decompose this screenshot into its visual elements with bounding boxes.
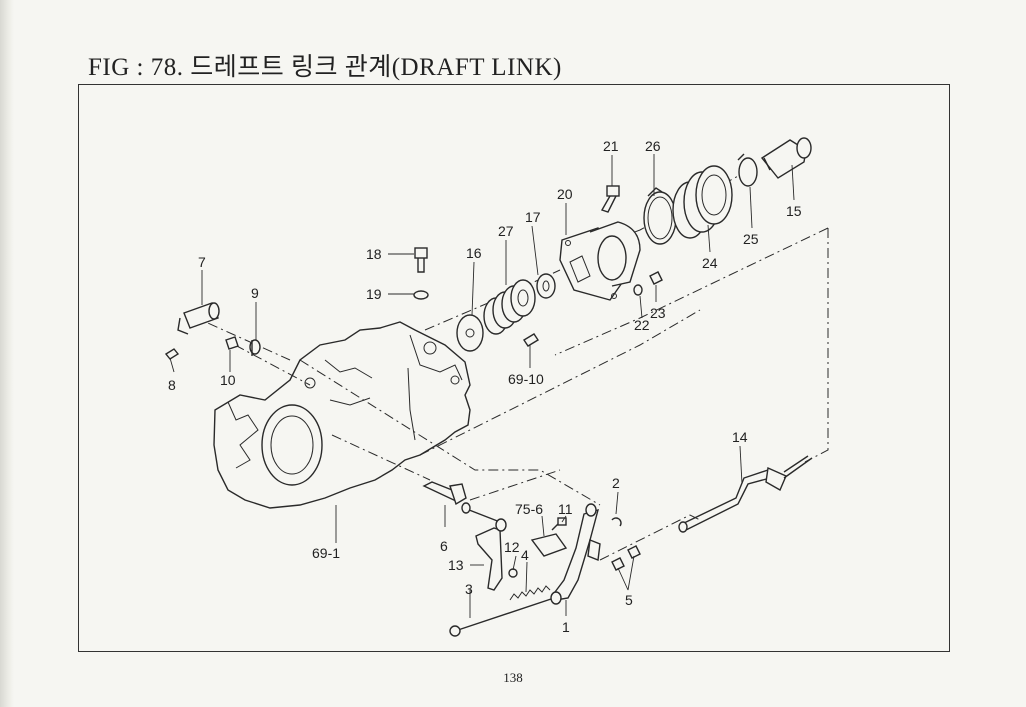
nut-part-12 — [508, 568, 518, 578]
callout-4: 4 — [521, 547, 529, 563]
rod-part-3 — [449, 595, 561, 637]
callout-22: 22 — [634, 317, 650, 333]
clip-part-25 — [737, 153, 758, 187]
washer-part-22 — [633, 284, 643, 296]
callout-15: 15 — [786, 203, 802, 219]
callout-6: 6 — [440, 538, 448, 554]
housing-part-20 — [559, 221, 641, 301]
callout-10: 10 — [220, 372, 236, 388]
callout-8: 8 — [168, 377, 176, 393]
callout-20: 20 — [557, 186, 573, 202]
clip-part-2 — [611, 517, 622, 527]
rod-part-14 — [678, 455, 813, 533]
callout-14: 14 — [732, 429, 748, 445]
callout-24: 24 — [702, 255, 718, 271]
callout-3: 3 — [465, 581, 473, 597]
callout-26: 26 — [645, 138, 661, 154]
nut-part-23 — [649, 271, 663, 285]
rod-part-6 — [422, 481, 501, 523]
callout-17: 17 — [525, 209, 541, 225]
diagram-frame — [78, 84, 950, 652]
spring-part-27 — [483, 279, 536, 335]
callout-11: 11 — [558, 501, 573, 517]
callout-16: 16 — [466, 245, 482, 261]
callout-23: 23 — [650, 305, 666, 321]
callout-12: 12 — [504, 539, 520, 555]
lever-part-7 — [177, 302, 220, 335]
callout-19: 19 — [366, 286, 382, 302]
fitting-part-15 — [760, 137, 812, 179]
spring-seat-part-16 — [456, 314, 484, 352]
callout-2: 2 — [612, 475, 620, 491]
callout-9: 9 — [251, 285, 259, 301]
lever-part-1 — [550, 503, 601, 605]
callout-13: 13 — [448, 557, 464, 573]
pin-part-8 — [164, 348, 180, 360]
binding-edge — [0, 0, 14, 707]
leader-lines — [169, 154, 795, 618]
nut-part-5b — [627, 545, 641, 559]
pin-part-69-10 — [523, 333, 539, 347]
transmission-housing-part-69-1 — [213, 321, 471, 509]
callout-5: 5 — [625, 592, 633, 608]
callout-27: 27 — [498, 223, 514, 239]
callout-69-1: 69-1 — [312, 545, 340, 561]
lever-part-13 — [475, 518, 507, 591]
nut-part-10 — [225, 336, 239, 350]
callout-labels: 7 9 8 10 18 19 16 27 17 20 21 26 24 25 1… — [168, 138, 802, 635]
callout-69-10: 69-10 — [508, 371, 544, 387]
callout-25: 25 — [743, 231, 759, 247]
bolt-part-9 — [249, 339, 261, 356]
bolt-part-21 — [600, 185, 620, 213]
bolt-part-18 — [414, 247, 428, 273]
callout-75-6: 75-6 — [515, 501, 543, 517]
page-number: 138 — [503, 670, 523, 685]
bracket-part-75-6 — [530, 533, 568, 557]
callout-1: 1 — [562, 619, 570, 635]
callout-7: 7 — [198, 254, 206, 270]
clamp-ring-part-26 — [643, 187, 677, 245]
callout-21: 21 — [603, 138, 619, 154]
washer-part-19 — [413, 290, 429, 300]
boot-part-24 — [672, 165, 733, 239]
spring-part-4 — [509, 585, 551, 601]
washer-part-17 — [536, 273, 556, 299]
callout-18: 18 — [366, 246, 382, 262]
nut-part-5a — [611, 557, 625, 571]
page-title: FIG : 78. 드레프트 링크 관계(DRAFT LINK) — [88, 54, 562, 81]
